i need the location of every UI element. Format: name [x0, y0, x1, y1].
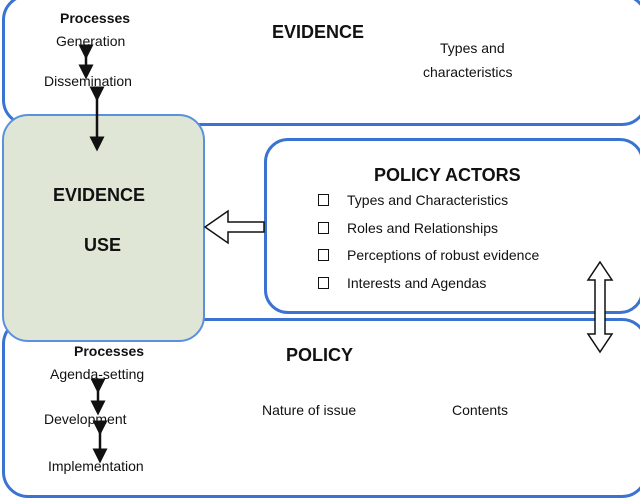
evidence-use-line2: USE	[84, 235, 122, 255]
evidence-use-line1: EVIDENCE	[53, 185, 146, 205]
actor-item: Types and Characteristics	[318, 192, 508, 208]
evidence-step-generation: Generation	[56, 33, 126, 49]
actor-item: Perceptions of robust evidence	[318, 247, 539, 263]
policy-actors-title: POLICY ACTORS	[374, 165, 521, 185]
actor-item-label: Types and Characteristics	[347, 192, 509, 208]
evidence-types-line1: Types and	[440, 40, 505, 56]
policy-step-development: Development	[44, 411, 127, 427]
checkbox-icon	[318, 277, 329, 290]
policy-processes-label: Processes	[74, 343, 145, 359]
policy-contents-text: Contents	[452, 402, 509, 418]
policy-step-implementation: Implementation	[48, 458, 144, 474]
checkbox-icon	[318, 222, 329, 235]
checkbox-icon	[318, 249, 329, 262]
actor-item-label: Interests and Agendas	[347, 275, 487, 291]
evidence-processes-label: Processes	[60, 10, 131, 26]
evidence-types-line2: characteristics	[423, 64, 513, 80]
actor-item-label: Roles and Relationships	[347, 220, 498, 236]
policy-title: POLICY	[286, 345, 354, 365]
checkbox-icon	[318, 194, 329, 207]
evidence-title: EVIDENCE	[272, 22, 365, 42]
actor-item: Roles and Relationships	[318, 220, 498, 236]
evidence-box	[2, 0, 640, 126]
left-block-arrow-icon	[203, 209, 265, 245]
actor-item: Interests and Agendas	[318, 275, 486, 291]
policy-actors-box	[264, 138, 640, 314]
evidence-step-dissemination: Dissemination	[44, 73, 132, 89]
policy-step-agenda: Agenda-setting	[50, 366, 145, 382]
evidence-use-box	[2, 114, 205, 342]
actor-item-label: Perceptions of robust evidence	[347, 247, 540, 263]
policy-box	[2, 318, 640, 498]
policy-nature-text: Nature of issue	[262, 402, 357, 418]
